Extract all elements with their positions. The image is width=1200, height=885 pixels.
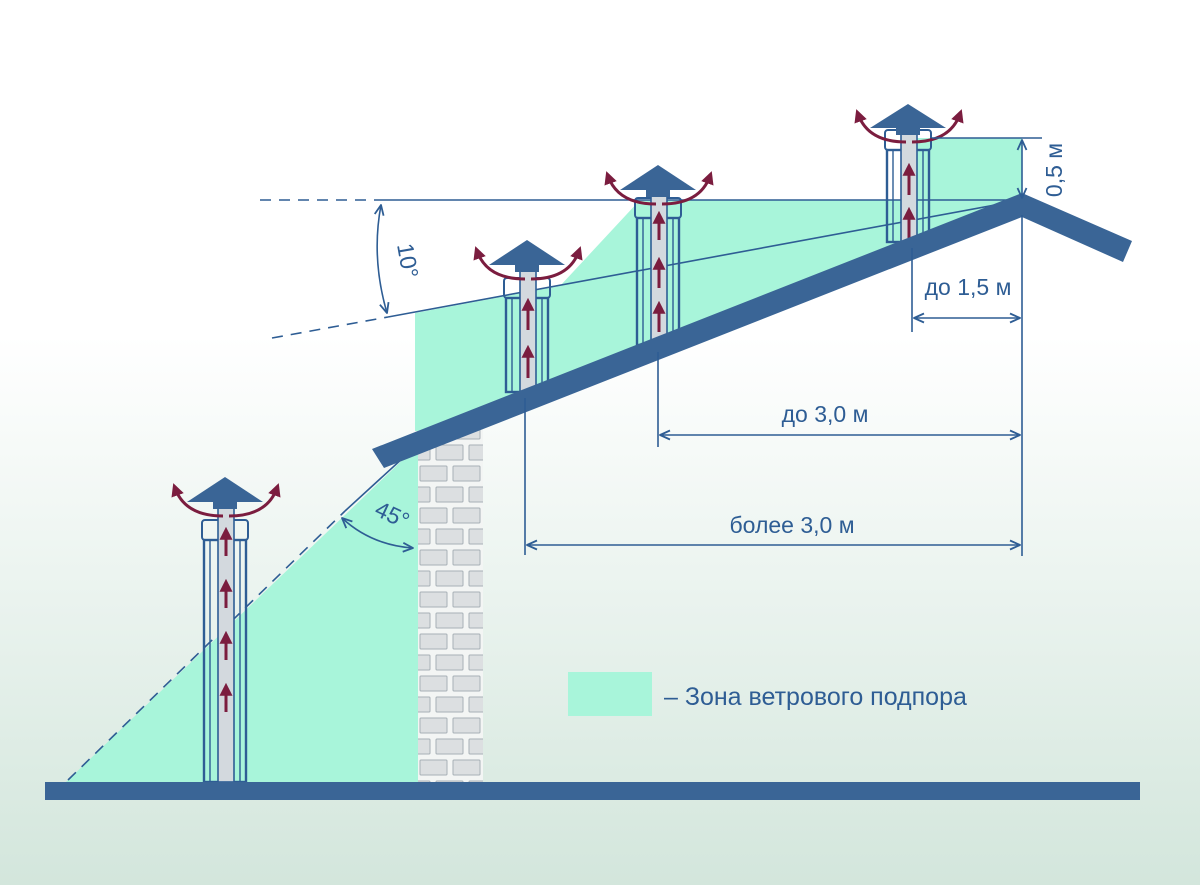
brick: [435, 696, 464, 713]
brick: [452, 549, 481, 566]
brick: [419, 465, 448, 482]
legend-swatch: [568, 672, 652, 716]
angle-10-label: 10°: [392, 241, 424, 280]
brick: [435, 528, 464, 545]
legend-label: – Зона ветрового подпора: [664, 683, 967, 711]
brick: [435, 780, 464, 782]
brick: [418, 612, 431, 629]
brick: [419, 591, 448, 608]
dist-1-5-label: до 1,5 м: [925, 274, 1012, 300]
brick: [419, 633, 448, 650]
chimney-cap: [870, 104, 946, 128]
smoke-out-left-arrow: [473, 246, 526, 281]
brick: [419, 549, 448, 566]
brick: [419, 507, 448, 524]
smoke-out-right-arrow: [530, 246, 583, 281]
ground: [45, 782, 1140, 800]
brick: [435, 612, 464, 629]
brick: [452, 759, 481, 776]
chimney-cap: [620, 165, 696, 190]
brick: [419, 717, 448, 734]
angle-10-arc: [373, 204, 390, 314]
brick: [418, 696, 431, 713]
chimneys: [171, 104, 964, 784]
brick: [468, 528, 483, 545]
chimney-cap-stand: [896, 128, 920, 135]
bricks: [418, 426, 483, 782]
chimney-cap-stand: [213, 502, 237, 509]
brick: [452, 465, 481, 482]
roof: [372, 193, 1132, 468]
brick: [452, 675, 481, 692]
brick: [435, 654, 464, 671]
brick: [452, 507, 481, 524]
brick-wall: [418, 426, 483, 782]
brick: [419, 759, 448, 776]
brick: [418, 570, 431, 587]
dimensions: 0,5 м до 1,5 м до 3,0 м более 3,0 м: [524, 137, 1067, 556]
forty-five-degree-dashed-line: [67, 510, 346, 781]
brick: [468, 738, 483, 755]
ten-degree-dashed-line: [271, 316, 389, 339]
height-0-5-label: 0,5 м: [1041, 143, 1067, 197]
smoke-out-right-arrow: [911, 109, 964, 144]
chimney-upto-1-5m: [854, 104, 964, 244]
brick: [452, 717, 481, 734]
brick: [418, 486, 431, 503]
brick: [468, 696, 483, 713]
brick: [419, 675, 448, 692]
legend: – Зона ветрового подпора: [568, 672, 967, 716]
brick: [468, 444, 483, 461]
brick: [435, 444, 464, 461]
brick: [452, 633, 481, 650]
brick: [468, 612, 483, 629]
chimney-cap-stand: [646, 190, 670, 197]
chimney-cap: [489, 240, 565, 265]
brick: [435, 738, 464, 755]
brick: [435, 570, 464, 587]
wind-zone-lower: [66, 447, 418, 782]
brick: [418, 738, 431, 755]
brick: [435, 486, 464, 503]
brick: [418, 654, 431, 671]
wind-zone-upper: [415, 138, 1022, 431]
brick: [452, 591, 481, 608]
smoke-out-right-arrow: [228, 483, 281, 518]
brick: [468, 486, 483, 503]
angle-45-arc: [341, 517, 414, 553]
smoke-out-left-arrow: [604, 171, 657, 206]
brick: [468, 570, 483, 587]
smoke-out-left-arrow: [171, 483, 224, 518]
dist-3-0-label: до 3,0 м: [782, 401, 869, 427]
smoke-out-right-arrow: [661, 171, 714, 206]
chimney-ground: [171, 477, 281, 784]
chimney-cap: [187, 477, 263, 502]
brick: [418, 528, 431, 545]
chimney-upto-3m: [604, 165, 714, 347]
smoke-out-left-arrow: [854, 109, 907, 144]
dist-over-3-0-label: более 3,0 м: [729, 512, 854, 538]
brick: [468, 654, 483, 671]
brick: [468, 780, 483, 782]
chimney-cap-stand: [515, 265, 539, 272]
